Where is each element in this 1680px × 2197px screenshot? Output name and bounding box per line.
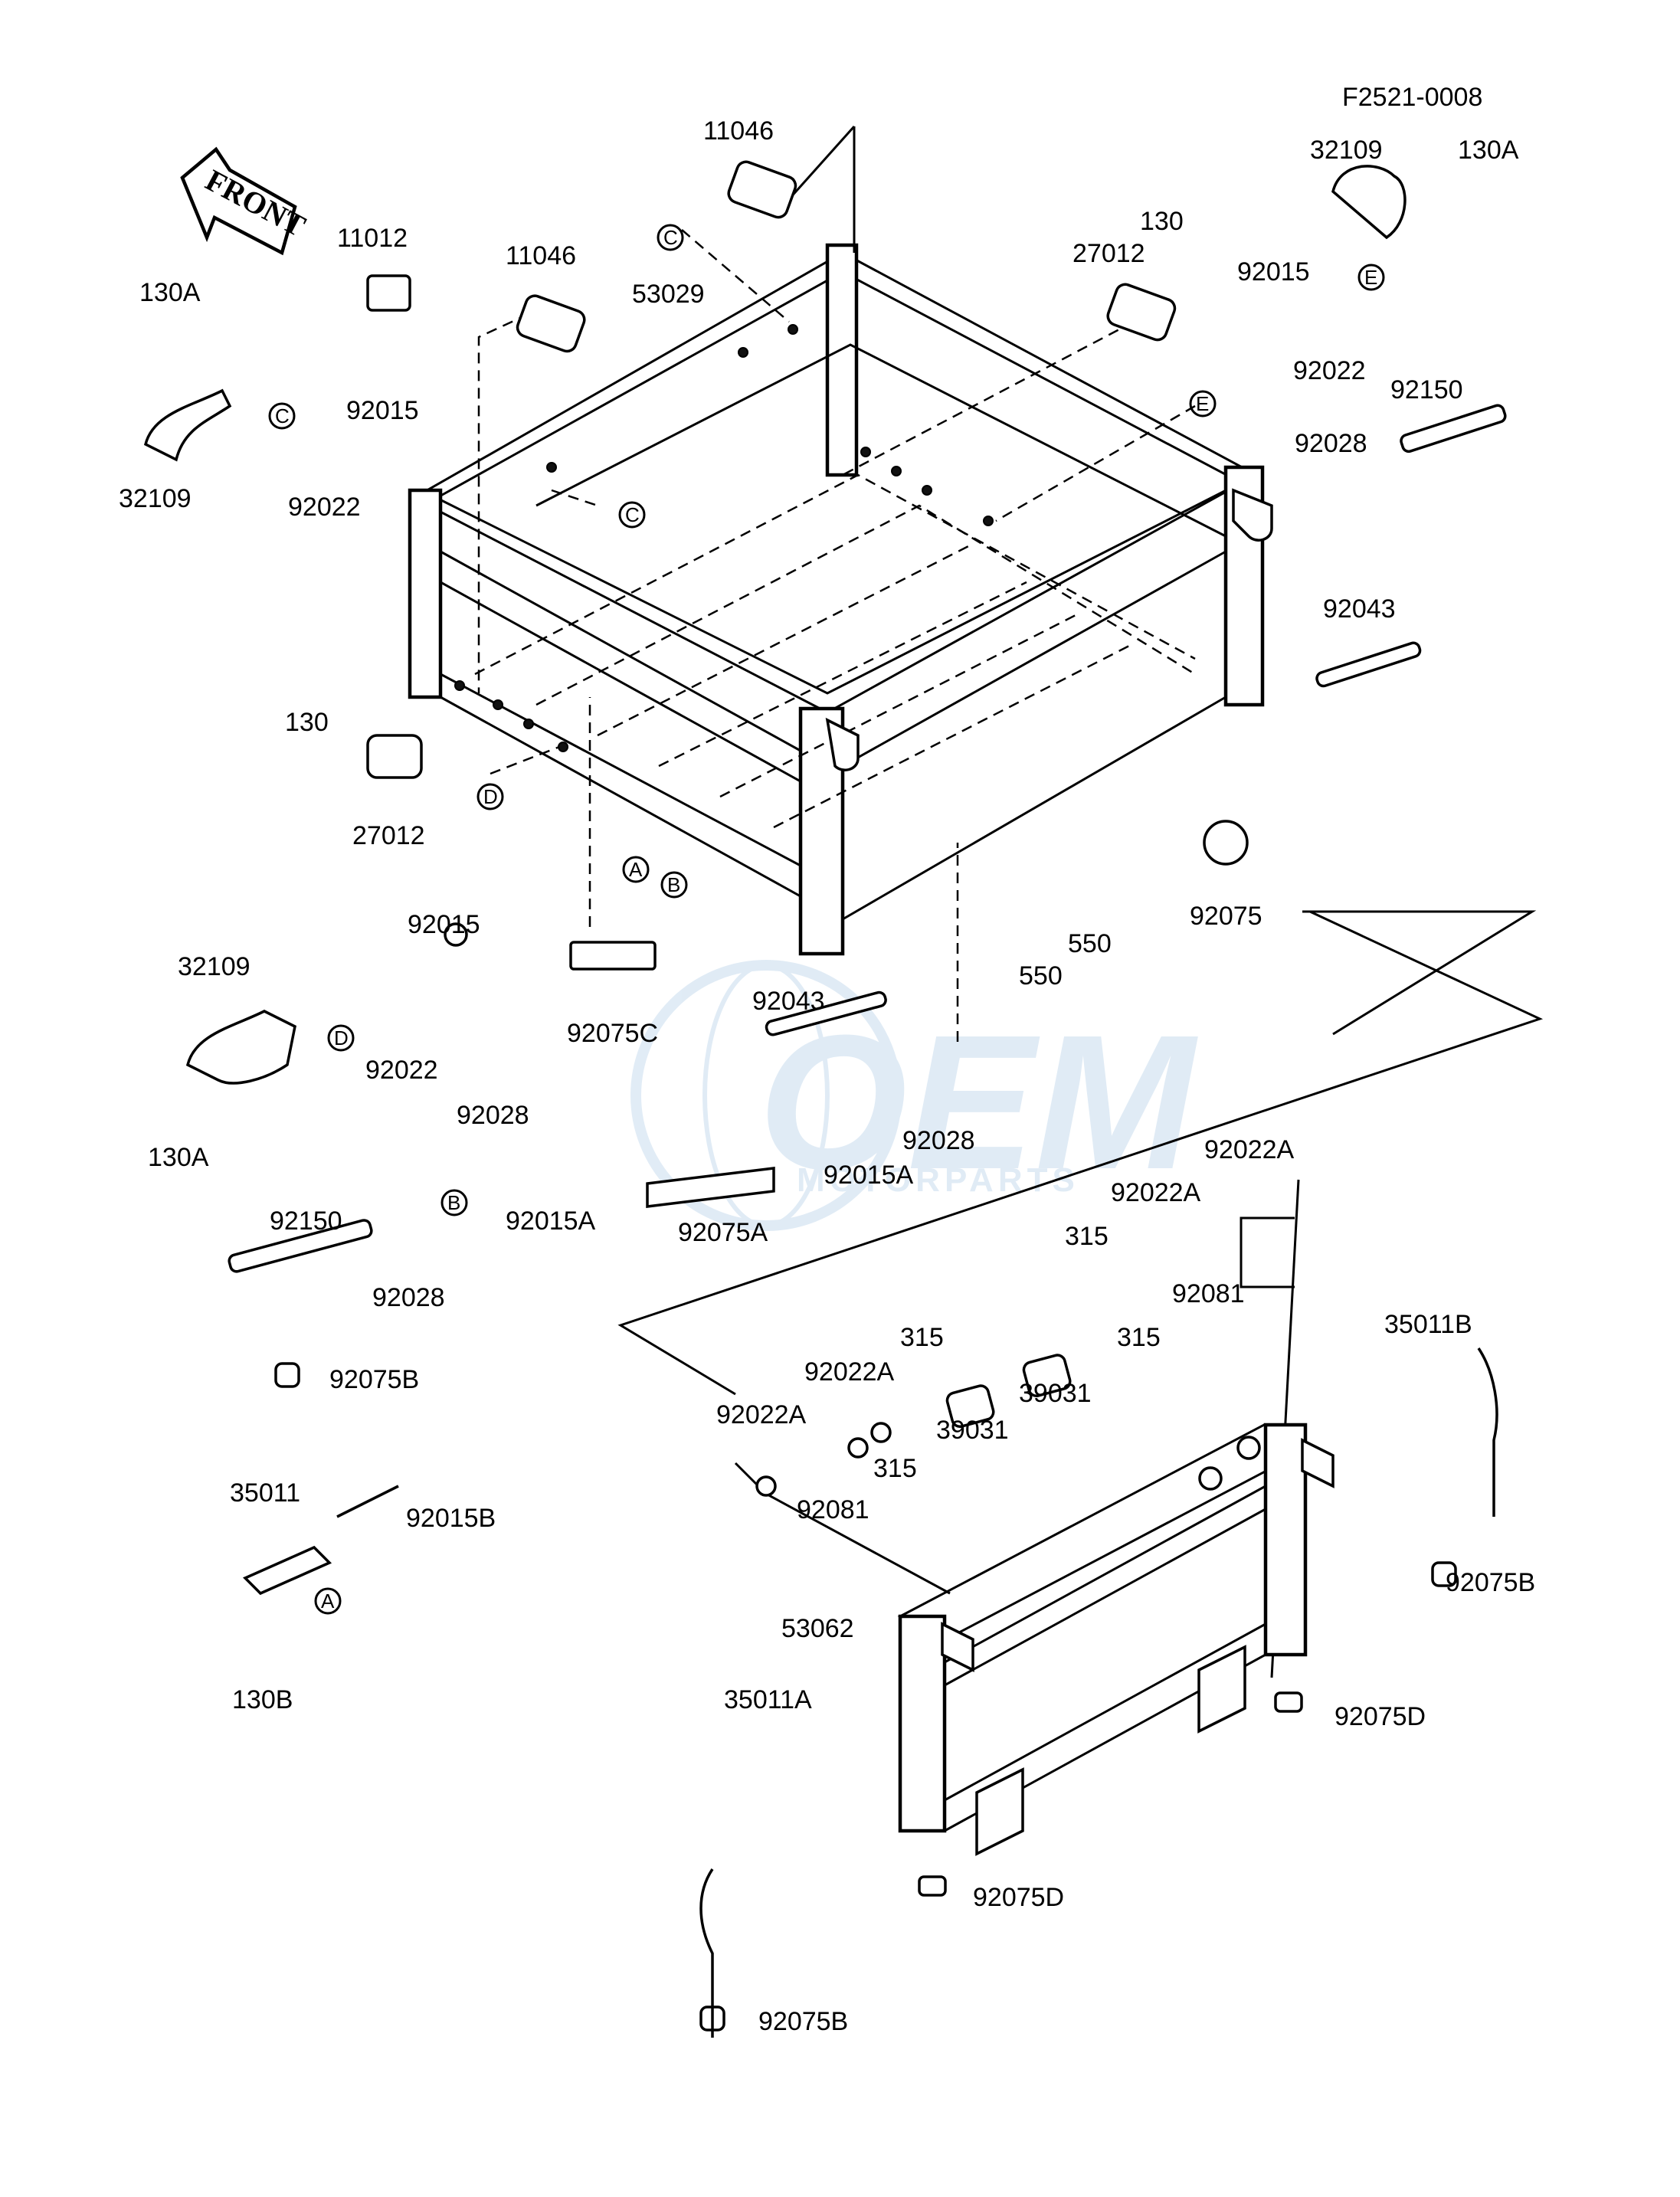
svg-text:B: B <box>667 873 680 896</box>
tailgate-53062 <box>897 1423 1335 1856</box>
label-92022: 92022 <box>365 1056 438 1085</box>
label-92075d: 92075D <box>1335 1702 1426 1731</box>
label-92015: 92015 <box>1237 257 1310 286</box>
svg-text:A: A <box>321 1590 335 1613</box>
label-92150: 92150 <box>270 1207 342 1236</box>
label-315: 315 <box>1065 1222 1109 1251</box>
label-315: 315 <box>873 1454 917 1483</box>
label-92075b: 92075B <box>329 1365 419 1394</box>
label-130b: 130B <box>232 1685 293 1714</box>
label-92075: 92075 <box>1190 902 1262 931</box>
callout-d-2: D <box>327 1024 355 1052</box>
label-550: 550 <box>1019 961 1063 990</box>
label-130a: 130A <box>1458 136 1519 165</box>
label-32109: 32109 <box>119 484 192 513</box>
label-315: 315 <box>1117 1323 1161 1352</box>
label-92075a: 92075A <box>678 1218 768 1247</box>
label-92022a: 92022A <box>804 1357 895 1387</box>
label-92022a: 92022A <box>1111 1178 1201 1207</box>
callout-e-2: E <box>1189 390 1217 417</box>
leader-lines <box>477 125 1544 1678</box>
label-92015a: 92015A <box>506 1207 596 1236</box>
label-92081: 92081 <box>797 1495 869 1524</box>
label-11046: 11046 <box>703 116 774 146</box>
label-27012: 27012 <box>352 821 425 850</box>
label-92075b: 92075B <box>1446 1568 1535 1597</box>
callout-a-2: A <box>314 1587 342 1615</box>
svg-text:C: C <box>663 226 678 249</box>
label-92043: 92043 <box>1323 594 1396 624</box>
callout-d-1: D <box>476 783 504 810</box>
label-27012: 27012 <box>1073 239 1145 268</box>
front-arrow: FRONT <box>180 146 311 256</box>
label-39031: 39031 <box>936 1416 1009 1445</box>
label-32109: 32109 <box>178 952 251 981</box>
label-550: 550 <box>1068 929 1112 958</box>
svg-text:D: D <box>334 1026 349 1049</box>
svg-text:A: A <box>629 858 643 881</box>
label-315: 315 <box>900 1323 944 1352</box>
callout-e-1: E <box>1357 264 1385 291</box>
svg-text:E: E <box>1196 392 1209 415</box>
label-92028: 92028 <box>1295 429 1367 458</box>
label-92022a: 92022A <box>716 1400 807 1429</box>
svg-text:C: C <box>625 503 640 526</box>
callout-c-3: C <box>618 501 646 529</box>
label-32109: 32109 <box>1310 136 1383 165</box>
label-92015a: 92015A <box>824 1161 914 1190</box>
label-130: 130 <box>285 708 329 737</box>
label-39031: 39031 <box>1019 1379 1092 1408</box>
callout-c-2: C <box>268 402 296 430</box>
label-92081: 92081 <box>1172 1279 1245 1308</box>
label-92028: 92028 <box>372 1283 445 1312</box>
callout-b-1: B <box>660 871 688 899</box>
svg-text:B: B <box>447 1191 460 1214</box>
label-92022: 92022 <box>288 493 361 522</box>
label-92028: 92028 <box>902 1126 975 1155</box>
callout-c-1: C <box>657 224 684 251</box>
label-92150: 92150 <box>1390 375 1463 404</box>
label-92015b: 92015B <box>406 1504 496 1533</box>
label-130: 130 <box>1140 207 1184 236</box>
cargo-bed-53029 <box>408 243 1273 956</box>
label-35011a: 35011A <box>724 1685 812 1714</box>
small-parts <box>143 160 1507 2038</box>
label-130a: 130A <box>148 1143 209 1172</box>
label-53062: 53062 <box>781 1614 854 1643</box>
label-92075d: 92075D <box>973 1883 1064 1912</box>
label-11046: 11046 <box>506 241 576 270</box>
svg-text:C: C <box>275 404 290 427</box>
label-11012: 11012 <box>337 224 408 253</box>
label-35011: 35011 <box>230 1478 300 1508</box>
watermark-brand: OEM <box>758 995 1198 1209</box>
label-92028: 92028 <box>457 1101 529 1130</box>
callouts: C C C E E D D A B B A <box>268 224 1385 1615</box>
watermark: OEM MOTORPARTS <box>630 960 1198 1231</box>
label-92075c: 92075C <box>567 1019 658 1048</box>
label-130a: 130A <box>139 278 201 307</box>
callout-a-1: A <box>622 856 650 883</box>
label-92022: 92022 <box>1293 356 1366 385</box>
label-35011b: 35011B <box>1384 1310 1472 1339</box>
part-labels: 11046 11012 11046 53029 130A 92015 32109… <box>119 116 1535 2036</box>
svg-text:E: E <box>1364 266 1377 289</box>
watermark-sub: MOTORPARTS <box>797 1161 1079 1199</box>
label-92075b: 92075B <box>758 2007 848 2036</box>
label-92043: 92043 <box>752 987 825 1016</box>
figure-code: F2521-0008 <box>1342 83 1482 112</box>
svg-text:D: D <box>483 785 498 808</box>
callout-b-2: B <box>440 1189 468 1216</box>
label-92015: 92015 <box>408 910 480 939</box>
label-53029: 53029 <box>632 280 705 309</box>
label-92015: 92015 <box>346 396 419 425</box>
label-92022a: 92022A <box>1204 1135 1295 1164</box>
